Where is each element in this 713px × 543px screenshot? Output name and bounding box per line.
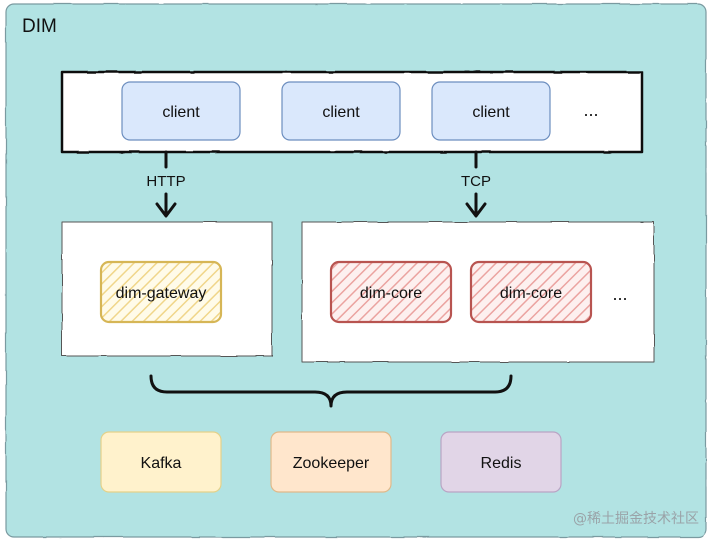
grouping-brace-icon: [149, 374, 513, 408]
gateway-node-label: dim-gateway: [116, 285, 207, 302]
client-more-ellipsis: ...: [583, 100, 598, 120]
storage-node-box: [270, 431, 392, 493]
storage-node-label: Redis: [481, 455, 522, 472]
storage-node-label: Zookeeper: [293, 455, 370, 472]
client-node-label: client: [322, 104, 360, 121]
client-node-2[interactable]: client: [281, 81, 401, 141]
storage-node-redis[interactable]: Redis: [440, 431, 562, 493]
storage-node-label: Kafka: [141, 455, 182, 472]
client-node-box: [431, 81, 551, 141]
storage-node-box: [440, 431, 562, 493]
http-arrow-head-icon: [155, 202, 177, 218]
http-connection: HTTP: [146, 150, 186, 218]
storage-node-zookeeper[interactable]: Zookeeper: [270, 431, 392, 493]
storage-node-kafka[interactable]: Kafka: [100, 431, 222, 493]
client-node-label: client: [162, 104, 200, 121]
core-node-box: [329, 260, 453, 324]
tcp-arrow-head-icon: [465, 202, 487, 218]
gateway-node-box: [99, 260, 223, 324]
client-node-1[interactable]: client: [121, 81, 241, 141]
storage-node-box: [100, 431, 222, 493]
client-layer: client client client ...: [60, 70, 644, 154]
core-node-box: [469, 260, 593, 324]
core-node-label: dim-core: [500, 285, 562, 302]
gateway-layer: dim-gateway: [61, 221, 273, 357]
client-node-box: [281, 81, 401, 141]
watermark-text: @稀土掘金技术社区: [573, 511, 699, 527]
dim-title: DIM: [22, 16, 57, 37]
tcp-connection: TCP: [461, 150, 491, 218]
core-more-ellipsis: ...: [612, 284, 627, 304]
client-node-3[interactable]: client: [431, 81, 551, 141]
core-node-1[interactable]: dim-core: [329, 260, 453, 324]
http-label: HTTP: [146, 173, 185, 190]
core-node-label: dim-core: [360, 285, 422, 302]
client-node-label: client: [472, 104, 510, 121]
core-node-2[interactable]: dim-core: [469, 260, 593, 324]
tcp-label: TCP: [461, 173, 491, 190]
core-layer: dim-core dim-core ...: [301, 221, 655, 363]
client-node-box: [121, 81, 241, 141]
gateway-node[interactable]: dim-gateway: [99, 260, 223, 324]
storage-layer: Kafka Zookeeper Redis: [100, 431, 562, 493]
